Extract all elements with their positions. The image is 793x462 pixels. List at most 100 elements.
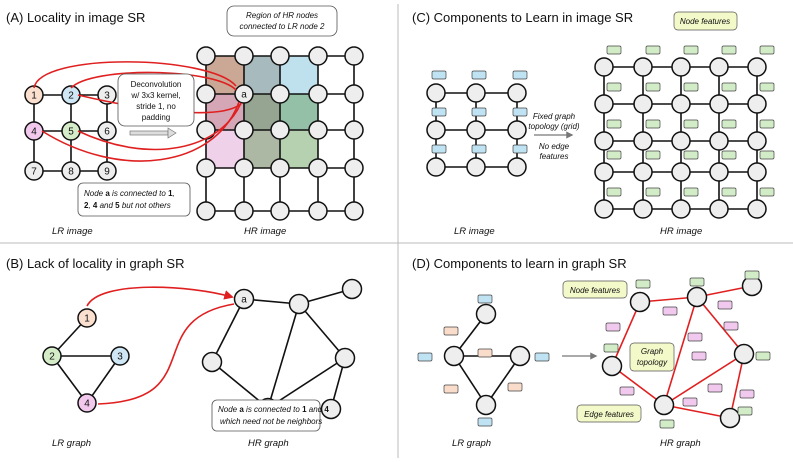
hr-grid-node (709, 162, 729, 182)
panel-c-node-features-label: Node features (673, 11, 738, 31)
hr-node (270, 158, 290, 178)
node-feature (606, 45, 622, 55)
hr-node (344, 201, 364, 221)
panel-d-hr-graph (601, 270, 771, 429)
arc-node5-to-a (77, 102, 242, 151)
hr-grid-node (709, 199, 729, 219)
svg-text:features: features (540, 152, 569, 161)
node-feature (759, 150, 775, 160)
hr-graph-node (334, 347, 356, 369)
node-feature (721, 82, 737, 92)
svg-text:Region of HR nodes: Region of HR nodes (246, 11, 318, 20)
hr-grid-node (709, 131, 729, 151)
panel-b-note: Node a is connected to 1 and 4 which nee… (211, 399, 329, 432)
node-feature (477, 294, 493, 304)
node-feature (683, 82, 699, 92)
hr-graph-node (686, 286, 708, 308)
lr-graph-node-label: 4 (84, 399, 90, 410)
arc-node1-to-a (33, 61, 237, 89)
edge-feature (662, 306, 678, 316)
node-feature (431, 144, 447, 154)
callout-region: Region of HR nodes connected to LR node … (226, 5, 338, 37)
edge-feature (619, 386, 635, 396)
lr-node-label: 9 (104, 167, 110, 178)
lr-node-label: 8 (68, 167, 74, 178)
hr-graph-node (341, 278, 363, 300)
svg-text:Node a is connected to 1,: Node a is connected to 1, (84, 189, 175, 198)
node-feature (683, 45, 699, 55)
node-feature (689, 277, 705, 287)
node-feature (721, 150, 737, 160)
node-feature (606, 187, 622, 197)
node-feature (683, 119, 699, 129)
panel-b-red-arcs (86, 286, 235, 405)
hr-graph-node-a-label: a (241, 295, 247, 306)
deconv-arrow (129, 127, 177, 139)
hr-node (196, 46, 216, 66)
hr-node (196, 120, 216, 140)
lr-grid-node (466, 83, 486, 103)
lr-node-label: 7 (31, 167, 37, 178)
svg-text:Deconvolution: Deconvolution (131, 80, 182, 89)
panel-d-graph-topology-label: Graph topology (629, 342, 675, 372)
node-feature (721, 119, 737, 129)
hr-graph-node (288, 293, 310, 315)
panel-a-hr-grid: a (196, 46, 364, 221)
lr-grid-node (466, 157, 486, 177)
panel-b-lr-edges (51, 317, 121, 404)
svg-text:2, 4 and 5 but not others: 2, 4 and 5 but not others (84, 201, 171, 210)
hr-node (270, 201, 290, 221)
node-feature (737, 406, 753, 416)
hr-graph-node (320, 398, 342, 420)
lr-grid-node (507, 157, 527, 177)
hr-grid-node (633, 94, 653, 114)
svg-text:Node a is connected to 1 and 4: Node a is connected to 1 and 4 (218, 405, 329, 414)
panel-d-edge-features-label: Edge features (576, 404, 642, 423)
node-feature (431, 70, 447, 80)
node-feature (534, 352, 550, 362)
svg-text:Fixed graph: Fixed graph (533, 112, 576, 121)
lr-grid-node (426, 120, 446, 140)
svg-text:Edge features: Edge features (584, 410, 634, 419)
hr-node (308, 84, 328, 104)
hr-grid-node (633, 162, 653, 182)
svg-text:stride 1, no: stride 1, no (136, 102, 176, 111)
hr-node (270, 120, 290, 140)
edge-feature (507, 382, 523, 392)
edge-feature (739, 389, 755, 399)
hr-graph-node (733, 343, 755, 365)
lr-grid-node (507, 83, 527, 103)
lr-graph-node-label: 3 (117, 352, 123, 363)
hr-grid-node (594, 57, 614, 77)
panel-c-hr-grid (594, 45, 775, 219)
edge-feature (723, 321, 739, 331)
edge-feature (477, 348, 493, 358)
node-feature (645, 45, 661, 55)
svg-text:topology (grid): topology (grid) (528, 122, 579, 131)
panel-c-lr-grid (426, 70, 528, 177)
node-feature (744, 270, 760, 280)
node-feature (645, 150, 661, 160)
svg-text:Node features: Node features (680, 17, 730, 26)
hr-node (308, 158, 328, 178)
hr-graph-node (629, 291, 651, 313)
node-feature (683, 150, 699, 160)
lr-node-label: 6 (104, 127, 110, 138)
node-feature (512, 144, 528, 154)
svg-text:w/ 3x3 kernel,: w/ 3x3 kernel, (130, 91, 180, 100)
node-feature (512, 70, 528, 80)
panel-b-hr-edges (211, 288, 353, 410)
lr-grid-node (426, 157, 446, 177)
hr-grid-node (671, 57, 691, 77)
hr-node (344, 46, 364, 66)
hr-node (270, 84, 290, 104)
edge-feature (707, 383, 723, 393)
hr-graph-node (719, 407, 741, 429)
node-feature (645, 119, 661, 129)
panel-a-title: (A) Locality in image SR (6, 10, 145, 25)
lr-graph-node (443, 345, 465, 367)
edge-feature (682, 397, 698, 407)
panel-b-hr-caption: HR graph (248, 438, 289, 449)
